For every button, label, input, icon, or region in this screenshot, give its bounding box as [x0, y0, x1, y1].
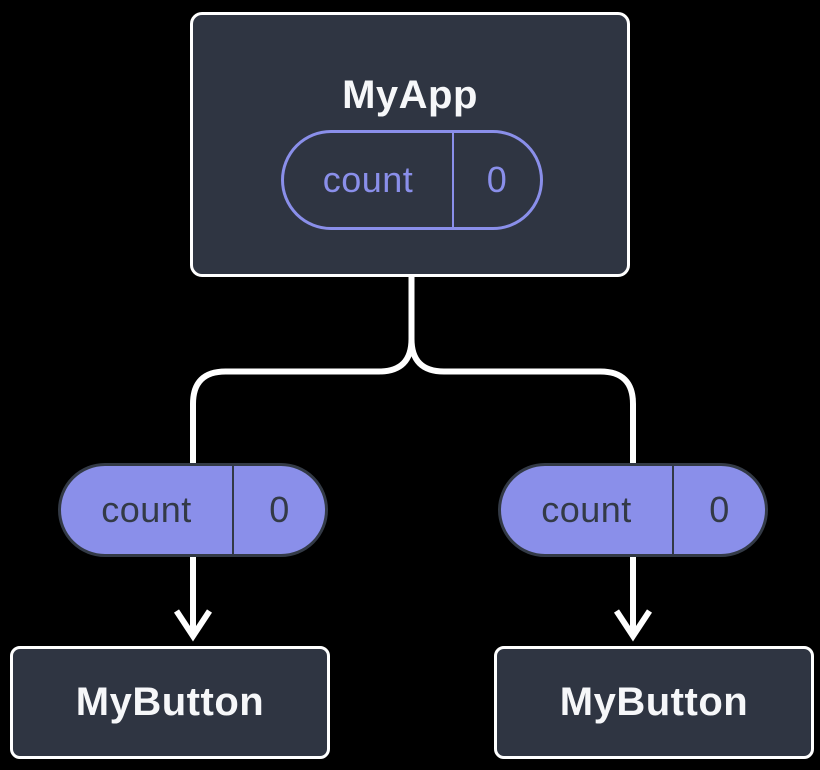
state-name: count: [284, 133, 454, 227]
prop-pill-count-left: count 0: [58, 463, 328, 557]
prop-pill-count-right: count 0: [498, 463, 768, 557]
component-name-mybutton-left: MyButton: [75, 680, 265, 724]
component-name-mybutton-right: MyButton: [559, 680, 749, 724]
prop-value: 0: [269, 489, 290, 530]
prop-value: 0: [709, 489, 730, 530]
node-mybutton-right: MyButton: [494, 646, 814, 759]
arrowhead-left-icon: [173, 609, 213, 642]
branch-right-connector: [408, 277, 636, 632]
arrowhead-right-icon: [613, 609, 653, 642]
prop-name: count: [61, 466, 234, 554]
component-name-myapp: MyApp: [342, 73, 478, 117]
branch-left-connector: [190, 277, 415, 632]
node-mybutton-left: MyButton: [10, 646, 330, 759]
state-value: 0: [486, 159, 508, 200]
state-pill-count: count 0: [281, 130, 543, 230]
prop-name: count: [501, 466, 674, 554]
node-myapp: MyApp count 0: [190, 12, 630, 277]
